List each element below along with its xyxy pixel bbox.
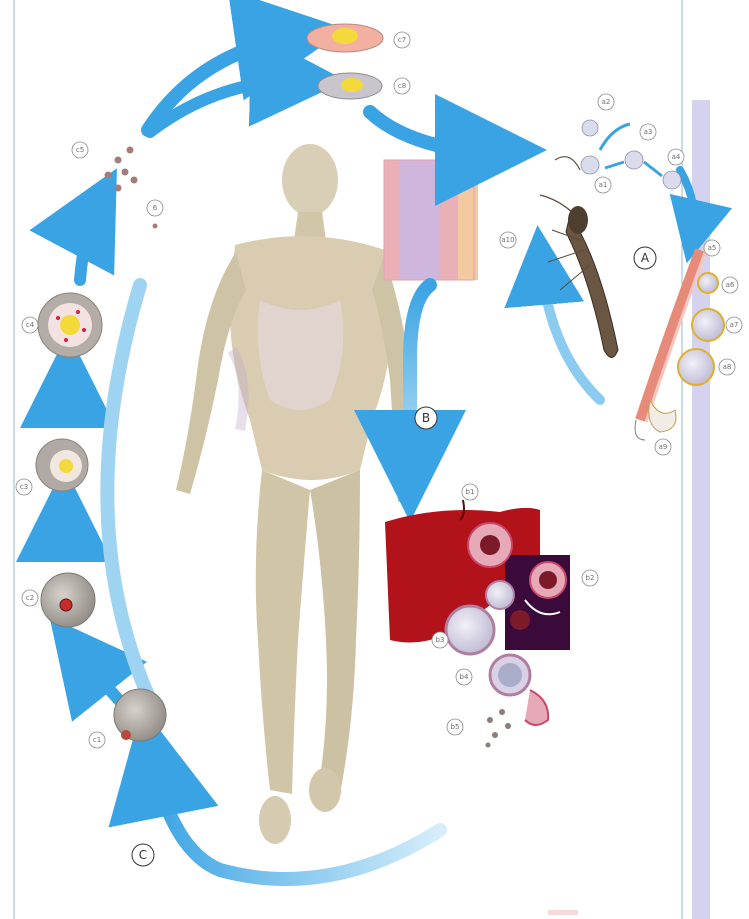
svg-text:a6: a6 — [726, 281, 735, 289]
svg-text:c3: c3 — [20, 483, 28, 491]
stage-c3-cyst — [36, 439, 88, 491]
label-a7: a7 — [726, 317, 742, 333]
svg-text:b2: b2 — [586, 574, 595, 582]
stage-c7-organism — [307, 24, 383, 52]
svg-text:a8: a8 — [723, 363, 732, 371]
svg-text:a9: a9 — [659, 443, 668, 451]
stage-b6-particles — [486, 709, 512, 748]
arrow-tissue-to-vector — [370, 112, 505, 150]
arrow-c4-to-c5 — [80, 200, 100, 280]
gut-wall — [640, 250, 700, 420]
label-b5: b5 — [447, 719, 463, 735]
stage-a9-sporozoites — [649, 400, 676, 432]
label-b1: b1 — [462, 484, 478, 500]
svg-text:a7: a7 — [730, 321, 739, 329]
label-c8: c8 — [394, 78, 410, 94]
label-c2: c2 — [22, 590, 38, 606]
ruptured-duct — [525, 690, 548, 725]
label-a1: a1 — [595, 177, 611, 193]
label-a10: a10 — [500, 232, 516, 248]
label-b3: b3 — [432, 632, 448, 648]
svg-text:a3: a3 — [644, 128, 653, 136]
label-a9: a9 — [655, 439, 671, 455]
label-a6: a6 — [722, 277, 738, 293]
stage-a2-larva — [582, 120, 598, 136]
stage-c4-cyst — [38, 293, 102, 357]
label-a5: a5 — [704, 240, 720, 256]
arrow-return-arc — [107, 285, 150, 700]
arrow-bottom-sweep — [150, 748, 440, 879]
stage-marker-a: A — [634, 247, 656, 269]
stage-a8-oocyst — [678, 349, 714, 385]
label-c4: c4 — [22, 317, 38, 333]
label-c3: c3 — [16, 479, 32, 495]
main-cycle-arrows — [64, 35, 694, 879]
label-b2: b2 — [582, 570, 598, 586]
liver-panel — [385, 500, 570, 748]
bottom-faint-mark — [548, 910, 578, 915]
stage-c2-ovum — [41, 573, 95, 627]
label-a8: a8 — [719, 359, 735, 375]
svg-text:a5: a5 — [708, 244, 717, 252]
svg-text:A: A — [641, 251, 650, 265]
label-c7: c7 — [394, 32, 410, 48]
svg-text:C: C — [139, 848, 147, 862]
stage-a1-larva — [581, 156, 599, 174]
stage-a6-oocyst — [698, 273, 718, 293]
stage-a3-larva — [625, 151, 643, 169]
svg-text:c2: c2 — [26, 594, 34, 602]
svg-text:a4: a4 — [672, 153, 681, 161]
svg-text:c1: c1 — [93, 736, 101, 744]
label-a4: a4 — [668, 149, 684, 165]
label-c5: c5 — [72, 142, 88, 158]
arrow-tissue-to-liver — [410, 285, 430, 480]
svg-text:b3: b3 — [436, 636, 445, 644]
svg-text:6: 6 — [153, 204, 158, 212]
svg-text:c4: c4 — [26, 321, 35, 329]
tissue-block — [384, 160, 478, 280]
stage-a4-larva — [663, 171, 681, 189]
svg-text:c5: c5 — [76, 146, 84, 154]
svg-text:c7: c7 — [398, 36, 406, 44]
svg-text:b1: b1 — [466, 488, 475, 496]
stage-b4-cyst — [446, 606, 494, 654]
stage-a7-oocyst — [692, 309, 724, 341]
stage-c5-particles — [105, 147, 158, 229]
svg-text:B: B — [422, 411, 430, 425]
stage-c8-organism — [318, 73, 382, 99]
stage-marker-c: C — [132, 844, 154, 866]
human-figure — [176, 144, 412, 844]
svg-text:a1: a1 — [599, 181, 608, 189]
stage-marker-b: B — [415, 407, 437, 429]
svg-text:b4: b4 — [460, 673, 469, 681]
svg-text:a2: a2 — [602, 98, 611, 106]
label-a3: a3 — [640, 124, 656, 140]
label-b4: b4 — [456, 669, 472, 685]
svg-text:a10: a10 — [501, 236, 514, 244]
label-6: 6 — [147, 200, 163, 216]
svg-text:b5: b5 — [451, 723, 460, 731]
label-a2: a2 — [598, 94, 614, 110]
svg-text:c8: c8 — [398, 82, 406, 90]
stage-c1-ovum — [114, 689, 166, 741]
label-c1: c1 — [89, 732, 105, 748]
